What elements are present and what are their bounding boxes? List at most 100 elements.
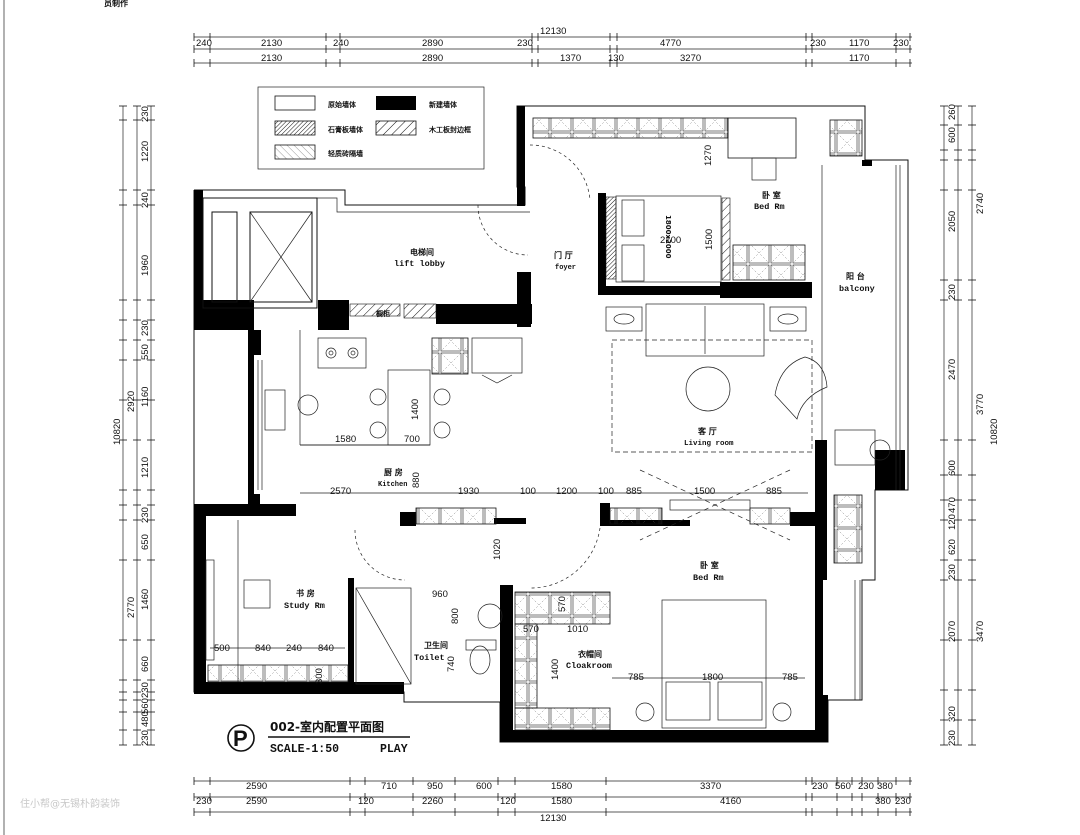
room-foyer-en: foyer	[555, 264, 576, 272]
top-r2-3: 130	[608, 53, 624, 64]
dim-1200: 1200	[556, 486, 577, 497]
right-dim-9: 230	[947, 564, 958, 580]
dim-840a: 840	[255, 643, 271, 654]
dim-100b: 100	[598, 486, 614, 497]
watermark: 住小帮@无锡朴韵装饰	[20, 797, 120, 810]
right-mid-0: 2740	[975, 193, 986, 214]
top-r1-2: 240	[333, 38, 349, 49]
header-fragment: 员制作	[104, 0, 128, 8]
right-dim-4: 2470	[947, 359, 958, 380]
room-study-en: Study Rm	[284, 601, 325, 611]
room-lift-lobby-zh: 电梯间	[410, 247, 434, 257]
right-dim-10: 2070	[947, 621, 958, 642]
legend-label-plywood: 木工板封边框	[428, 125, 471, 134]
left-dim-9: 650	[140, 534, 151, 550]
right-dim-8: 620	[947, 539, 958, 555]
right-dim-3: 230	[947, 284, 958, 300]
right-dim-6: 470	[947, 497, 958, 513]
bot-r1-6: 230	[812, 781, 828, 792]
room-kitchen-en: Kitchen	[378, 481, 407, 489]
left-mid-1: 2770	[126, 597, 137, 618]
bottom-total: 12130	[540, 813, 566, 824]
left-dim-15: 230	[140, 730, 151, 746]
legend: 原始墙体 新建墙体 石膏板墙体 木工板封边框 轻质砖隔墙	[257, 86, 485, 170]
right-dim-7: 120	[947, 514, 958, 530]
dim-1500: 1500	[704, 229, 715, 250]
left-dim-1: 1220	[140, 141, 151, 162]
top-r1-4: 230	[517, 38, 533, 49]
right-dim-0: 260	[947, 104, 958, 120]
dim-1500b: 1500	[694, 486, 715, 497]
bot-r2-7: 380	[875, 796, 891, 807]
dim-785b: 785	[782, 672, 798, 683]
top-r1-1: 2130	[261, 38, 282, 49]
dim-1580: 1580	[335, 434, 356, 445]
left-total: 10820	[112, 419, 123, 445]
bot-r1-4: 1580	[551, 781, 572, 792]
bot-r1-5: 3370	[700, 781, 721, 792]
drawing-tag: PLAY	[380, 743, 408, 756]
title-block: P 002-室内配置平面图 SCALE-1:50 PLAY	[227, 719, 410, 756]
top-r2-4: 3270	[680, 53, 701, 64]
room-toilet-zh: 卫生间	[424, 640, 448, 650]
room-kitchen-zh: 厨 房	[384, 467, 403, 477]
right-dim-1: 600	[947, 127, 958, 143]
top-total: 12130	[540, 26, 566, 37]
dim-1800: 1800	[702, 672, 723, 683]
bot-r2-4: 120	[500, 796, 516, 807]
dim-100a: 100	[520, 486, 536, 497]
dim-700: 700	[404, 434, 420, 445]
legend-label-lightbrick: 轻质砖隔墙	[328, 149, 363, 158]
dim-1400b: 1400	[550, 659, 561, 680]
room-bedroom2-en: Bed Rm	[693, 573, 724, 583]
room-study-zh: 书 房	[296, 588, 315, 598]
right-dim-2: 2050	[947, 211, 958, 232]
top-r1-3: 2890	[422, 38, 443, 49]
left-dim-3: 1960	[140, 255, 151, 276]
dim-1010: 1010	[567, 624, 588, 635]
dim-1270: 1270	[703, 145, 714, 166]
title-badge: P	[233, 726, 248, 751]
dim-500: 500	[214, 643, 230, 654]
top-r1-8: 230	[893, 38, 909, 49]
top-r2-0: 2130	[261, 53, 282, 64]
bot-r1-1: 710	[381, 781, 397, 792]
right-total: 10820	[989, 419, 1000, 445]
bot-r1-0: 2590	[246, 781, 267, 792]
left-dim-0: 230	[140, 106, 151, 122]
dim-885b: 885	[766, 486, 782, 497]
bot-r1-9: 380	[877, 781, 893, 792]
right-mid-1: 3770	[975, 394, 986, 415]
left-dim-4: 230	[140, 320, 151, 336]
left-dim-2: 240	[140, 192, 151, 208]
dim-570b: 570	[523, 624, 539, 635]
room-bedroom1-zh: 卧 室	[762, 190, 781, 200]
top-r1-0: 240	[196, 38, 212, 49]
left-dim-14: 480	[140, 711, 151, 727]
room-bedroom1-en: Bed Rm	[754, 202, 785, 212]
left-dim-5: 550	[140, 344, 151, 360]
drawing-scale: SCALE-1:50	[270, 743, 339, 756]
dim-570a: 570	[557, 596, 568, 612]
top-r2-1: 2890	[422, 53, 443, 64]
top-r2-2: 1370	[560, 53, 581, 64]
bot-r2-6: 4160	[720, 796, 741, 807]
top-r1-5: 4770	[660, 38, 681, 49]
left-dim-6: 1160	[140, 387, 151, 407]
dim-840b: 840	[318, 643, 334, 654]
legend-label-gypsum: 石膏板墙体	[327, 125, 364, 134]
dim-240: 240	[286, 643, 302, 654]
dim-2570: 2570	[330, 486, 351, 497]
left-dim-10: 1460	[140, 589, 151, 610]
bot-r1-2: 950	[427, 781, 443, 792]
dim-800: 800	[450, 608, 461, 624]
legend-label-new: 新建墙体	[429, 100, 458, 109]
bot-r2-3: 2260	[422, 796, 443, 807]
left-mid-0: 2920	[126, 391, 137, 412]
dim-1930: 1930	[458, 486, 479, 497]
room-cloakroom-en: Cloakroom	[566, 661, 612, 671]
dim-2100: 2100	[660, 235, 681, 246]
dim-885a: 885	[626, 486, 642, 497]
top-r2-5: 1170	[849, 53, 869, 64]
